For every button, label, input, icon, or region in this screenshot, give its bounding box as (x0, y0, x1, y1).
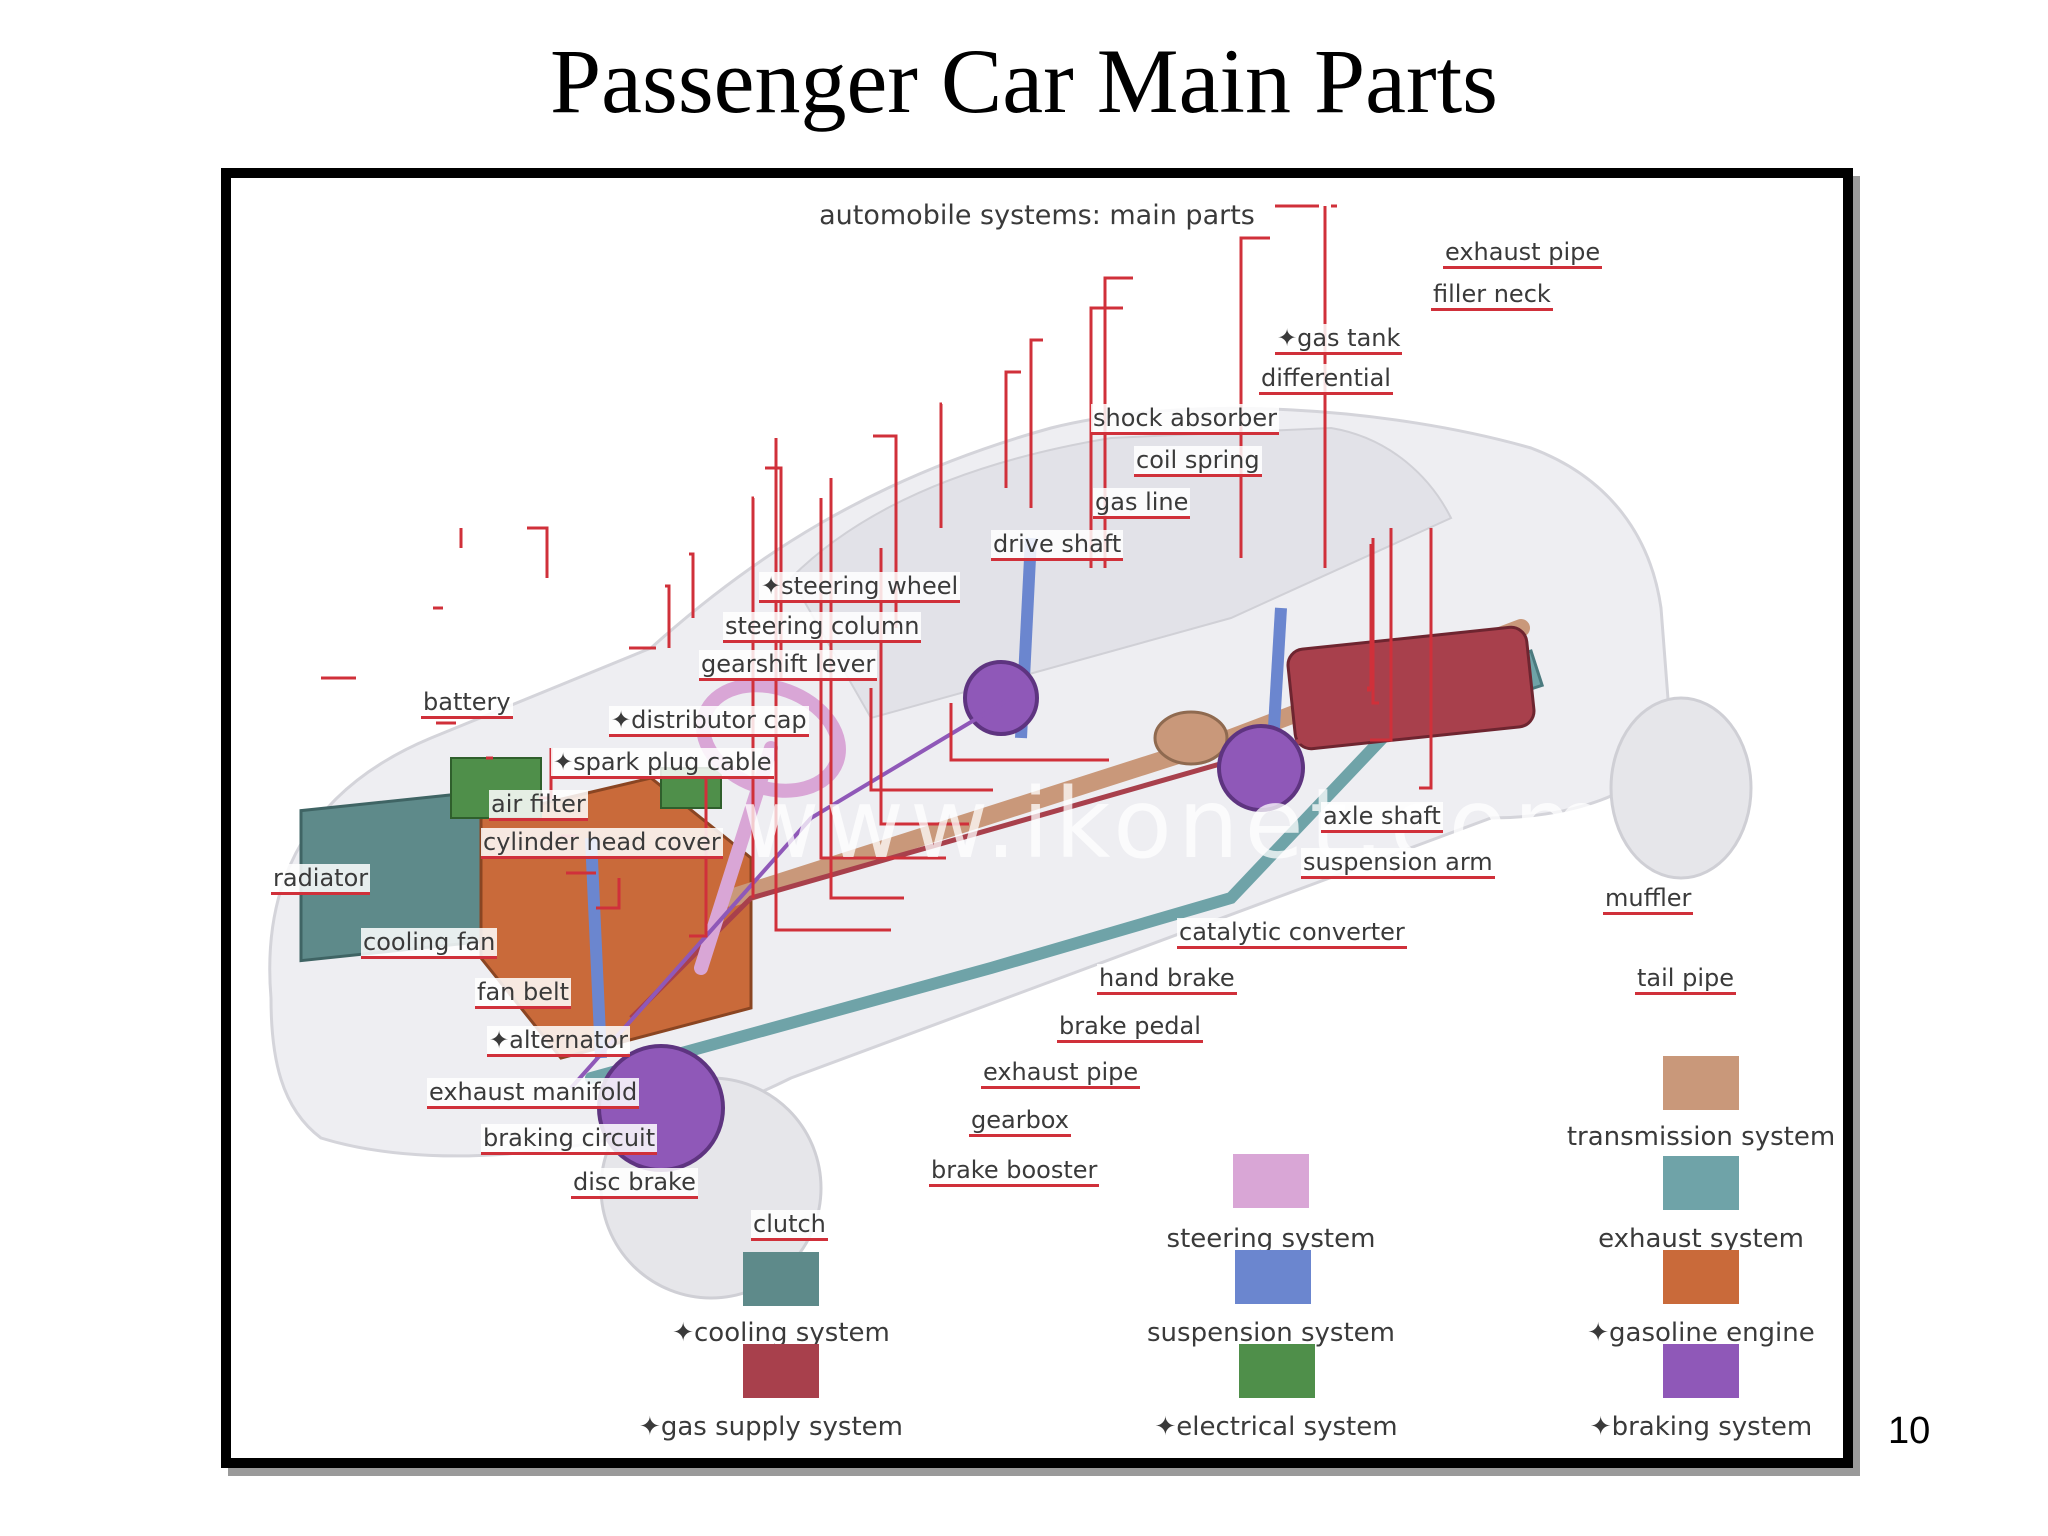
rear-left-brake-part (963, 660, 1039, 736)
label-cylinder-head-cover: cylinder head cover (481, 828, 723, 859)
label-air-filter: air filter (489, 790, 588, 821)
label-catalytic-converter: catalytic converter (1177, 918, 1407, 949)
label-exhaust-pipe-rear: exhaust pipe (1443, 238, 1603, 269)
slide-title: Passenger Car Main Parts (550, 30, 1498, 132)
label-tail-pipe: tail pipe (1635, 964, 1736, 995)
braking-circuit-part (569, 696, 1013, 1090)
page-number: 10 (1888, 1410, 1931, 1452)
label-brake-booster: brake booster (929, 1156, 1100, 1187)
diagram-frame: www.ikonet.com automobile systems: main … (221, 168, 1853, 1468)
label-brake-pedal: brake pedal (1057, 1012, 1203, 1043)
label-gearshift-lever: gearshift lever (699, 650, 878, 681)
label-suspension-arm: suspension arm (1301, 848, 1495, 879)
diagram-subtitle: automobile systems: main parts (819, 200, 1255, 231)
legend-label-suspension: suspension system (1147, 1318, 1395, 1348)
legend-label-braking: ✦braking system (1589, 1412, 1813, 1442)
label-spark-plug-cable: ✦spark plug cable (551, 748, 774, 779)
label-disc-brake: disc brake (571, 1168, 698, 1199)
label-distributor-cap: ✦distributor cap (609, 706, 809, 737)
car-windows (789, 426, 1453, 720)
legend-label-gas-supply: ✦gas supply system (639, 1412, 903, 1442)
label-drive-shaft: drive shaft (991, 530, 1124, 561)
differential-part (1153, 710, 1229, 766)
legend-swatch-gas-supply (743, 1344, 819, 1398)
legend-swatch-gasoline-engine (1663, 1250, 1739, 1304)
legend-label-steering: steering system (1166, 1224, 1376, 1254)
rear-wheel-ghost (1609, 696, 1753, 880)
legend-swatch-exhaust (1663, 1156, 1739, 1210)
legend-label-transmission: transmission system (1566, 1122, 1836, 1152)
gas-tank-part (1286, 625, 1536, 751)
label-steering-wheel: ✦steering wheel (759, 572, 961, 603)
legend-label-exhaust: exhaust system (1598, 1224, 1804, 1254)
legend-swatch-cooling (743, 1252, 819, 1306)
car-diagram: www.ikonet.com automobile systems: main … (231, 178, 1843, 1458)
legend-swatch-transmission (1663, 1056, 1739, 1110)
label-exhaust-manifold: exhaust manifold (427, 1078, 640, 1109)
label-fan-belt: fan belt (475, 978, 572, 1009)
label-exhaust-pipe-front: exhaust pipe (981, 1058, 1141, 1089)
label-braking-circuit: braking circuit (481, 1124, 658, 1155)
label-gas-tank: ✦gas tank (1275, 324, 1403, 355)
legend-swatch-braking (1663, 1344, 1739, 1398)
legend-label-cooling: ✦cooling system (672, 1318, 890, 1348)
label-clutch: clutch (751, 1210, 828, 1241)
label-axle-shaft: axle shaft (1321, 802, 1443, 833)
label-alternator: ✦alternator (487, 1026, 630, 1057)
label-shock-absorber: shock absorber (1091, 404, 1279, 435)
label-hand-brake: hand brake (1097, 964, 1237, 995)
rear-brake-part (1217, 724, 1305, 812)
label-gas-line: gas line (1093, 488, 1191, 519)
legend-label-gasoline-engine: ✦gasoline engine (1587, 1318, 1815, 1348)
legend-swatch-suspension (1235, 1250, 1311, 1304)
label-cooling-fan: cooling fan (361, 928, 498, 959)
legend-swatch-electrical (1239, 1344, 1315, 1398)
legend-swatch-steering (1233, 1154, 1309, 1208)
label-battery: battery (421, 688, 513, 719)
label-filler-neck: filler neck (1431, 280, 1553, 311)
legend-label-electrical: ✦electrical system (1154, 1412, 1398, 1442)
label-coil-spring: coil spring (1134, 446, 1262, 477)
label-steering-column: steering column (723, 612, 922, 643)
front-suspension-part (585, 837, 607, 1059)
label-muffler: muffler (1603, 884, 1694, 915)
label-differential: differential (1259, 364, 1393, 395)
label-radiator: radiator (271, 864, 371, 895)
label-gearbox: gearbox (969, 1106, 1071, 1137)
